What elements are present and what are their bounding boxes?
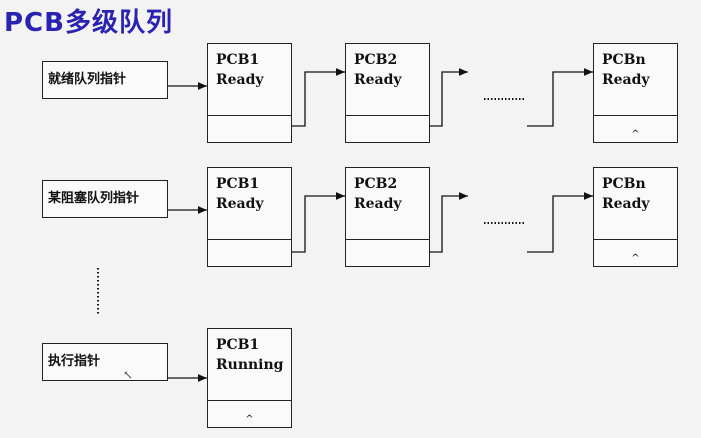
mouse-cursor-icon: ↖ <box>123 368 134 382</box>
ready-pcb2: PCB2 Ready <box>345 43 430 143</box>
pcb-state: Ready <box>216 72 264 88</box>
pcb-state: Running <box>216 357 284 373</box>
ready-queue-pointer: 就绪队列指针 <box>42 61 168 99</box>
pcb-state: Ready <box>216 196 264 212</box>
blocked-pcb2: PCB2 Ready <box>345 167 430 267</box>
running-pcb1: PCB1 Running ^ <box>207 328 292 428</box>
blocked-queue-pointer-label: 某阻塞队列指针 <box>48 191 140 206</box>
pcb-name: PCBn <box>602 52 646 68</box>
pcb-state: Ready <box>602 72 650 88</box>
ready-queue-pointer-label: 就绪队列指针 <box>48 72 127 87</box>
blocked-pcb1: PCB1 Ready <box>207 167 292 267</box>
ready-pcb1: PCB1 Ready <box>207 43 292 143</box>
arrow-ready-dots-to-pcbn <box>527 68 593 127</box>
null-pointer-mark: ^ <box>631 129 640 140</box>
pcb-name: PCBn <box>602 176 646 192</box>
null-pointer-mark: ^ <box>631 253 640 264</box>
arrow-blocked-dots-to-pcbn <box>527 192 593 253</box>
blocked-queue-pointer: 某阻塞队列指针 <box>42 180 168 218</box>
pcb-name: PCB2 <box>354 52 398 68</box>
running-pointer-label: 执行指针 <box>48 354 101 369</box>
pcb-name: PCB1 <box>216 52 260 68</box>
blocked-pcbn: PCBn Ready ^ <box>593 167 678 267</box>
pcb-name: PCB1 <box>216 337 260 353</box>
page-title: PCB多级队列 <box>4 8 173 38</box>
pcb-name: PCB2 <box>354 176 398 192</box>
pcb-state: Ready <box>602 196 650 212</box>
pcb-state: Ready <box>354 72 402 88</box>
ready-pcbn: PCBn Ready ^ <box>593 43 678 143</box>
pcb-state: Ready <box>354 196 402 212</box>
running-pointer: 执行指针 <box>42 343 168 381</box>
pcb-name: PCB1 <box>216 176 260 192</box>
null-pointer-mark: ^ <box>245 414 254 425</box>
